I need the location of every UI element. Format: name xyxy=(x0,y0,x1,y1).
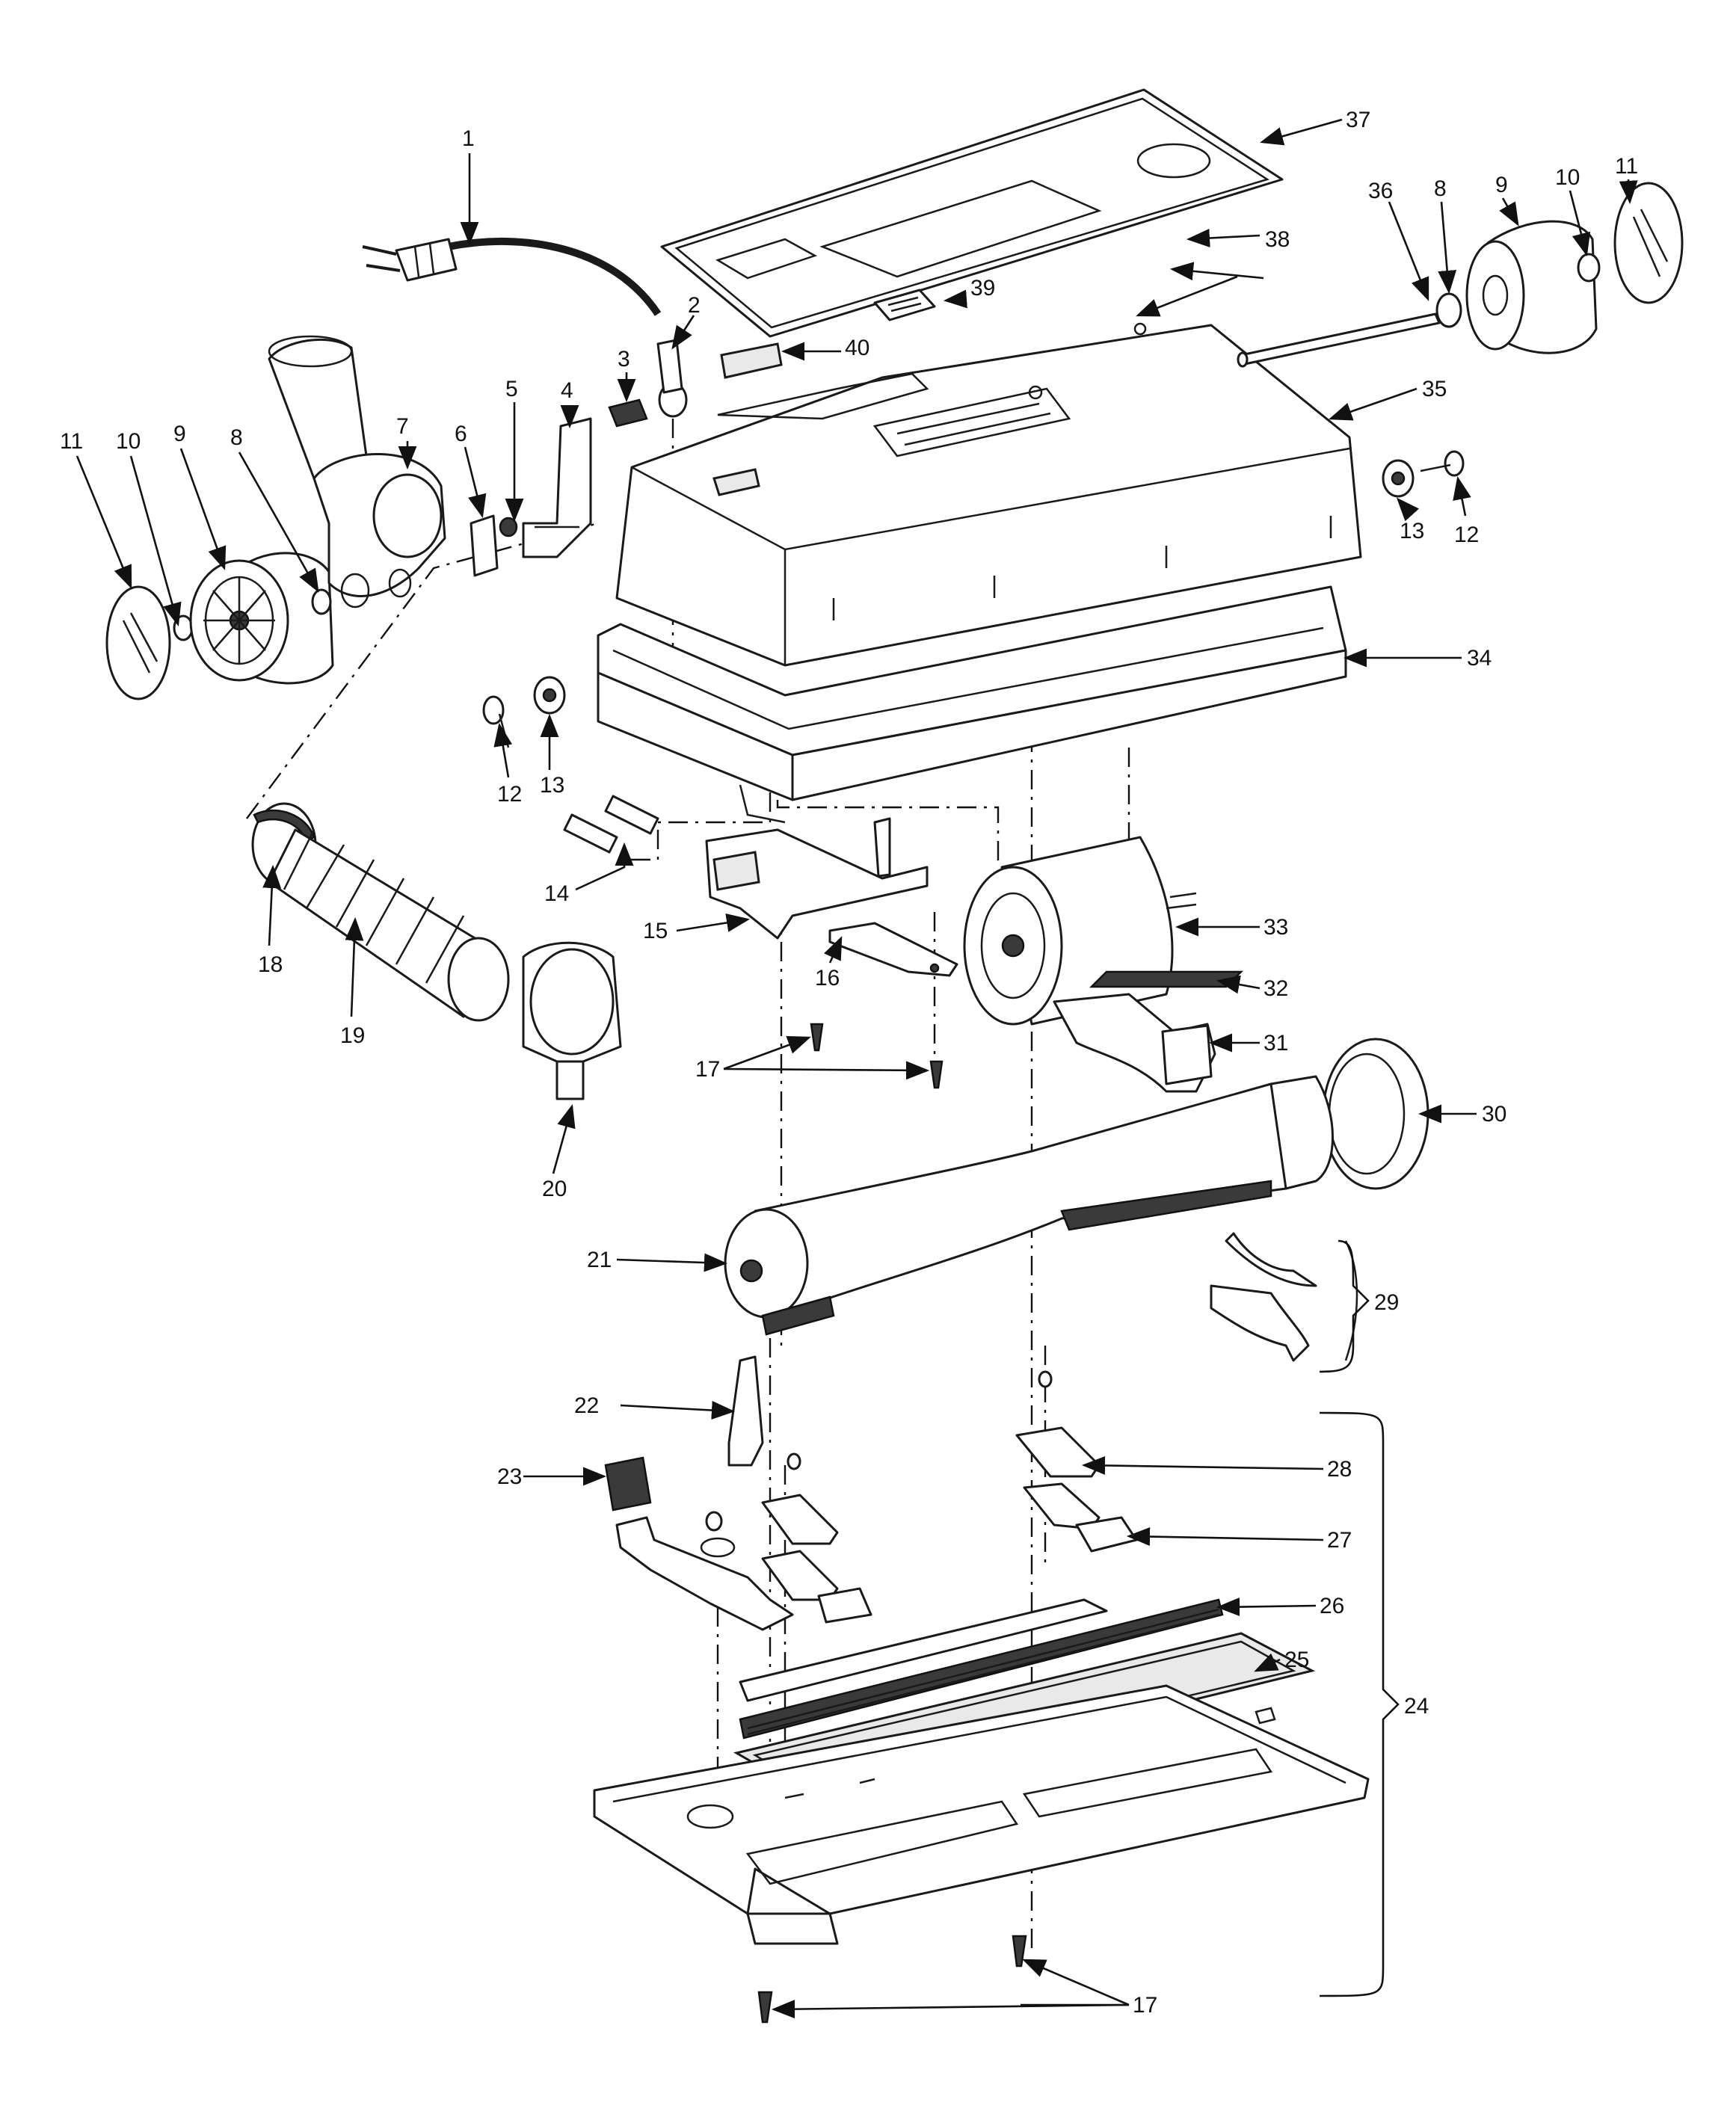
callout-34: 34 xyxy=(1467,646,1492,671)
callout-13-left: 13 xyxy=(540,773,564,798)
part-39-label-plate xyxy=(873,289,936,321)
part-23-pedal-knob xyxy=(604,1456,652,1512)
part-30-belt-ring xyxy=(1322,1038,1429,1190)
part-19-flex-hose xyxy=(268,828,510,1022)
callout-12-right: 12 xyxy=(1454,523,1479,547)
callout-39: 39 xyxy=(970,276,995,301)
callout-8-right: 8 xyxy=(1434,176,1447,201)
part-31-motor-cradle xyxy=(1053,993,1216,1093)
part-10-right-retainer xyxy=(1577,253,1601,283)
callout-labels: 1 2 3 4 5 6 7 8 8 9 9 10 10 11 11 12 12 … xyxy=(60,108,1638,2018)
part-11-right-hubcap xyxy=(1613,182,1684,304)
part-40-decal xyxy=(720,342,783,379)
right-wheel-group xyxy=(1435,182,1684,354)
part-28-retainer-plate xyxy=(1015,1370,1101,1478)
callout-15: 15 xyxy=(643,919,668,943)
part-17-screw-d xyxy=(757,1991,773,2024)
part-37-top-gasket xyxy=(660,88,1284,338)
part-35-hood-housing xyxy=(615,322,1362,667)
part-24-bottom-plate xyxy=(593,1684,1370,1945)
part-7-nozzle-socket xyxy=(268,335,446,608)
center-retainer-plates xyxy=(761,1452,872,1624)
callout-40: 40 xyxy=(845,336,869,360)
part-12-left-pin xyxy=(482,695,510,748)
callout-1: 1 xyxy=(462,126,475,151)
callout-leaders xyxy=(76,118,1638,2019)
callout-26: 26 xyxy=(1320,1594,1344,1618)
part-21-brush-roll xyxy=(724,1075,1334,1336)
part-11-left-hubcap xyxy=(105,585,171,700)
part-6-clip xyxy=(470,514,499,577)
part-26-brush-strip xyxy=(739,1598,1224,1740)
callout-5: 5 xyxy=(505,377,518,401)
part-12-right-pin xyxy=(1420,450,1465,477)
callout-11-right: 11 xyxy=(1615,154,1638,179)
callout-28: 28 xyxy=(1327,1457,1352,1482)
group-brackets xyxy=(1319,1239,1400,1997)
part-16-strap xyxy=(828,922,958,977)
callout-23: 23 xyxy=(497,1464,522,1489)
callout-14: 14 xyxy=(544,881,569,906)
callout-19: 19 xyxy=(340,1023,365,1048)
part-14-wire-terminals xyxy=(563,795,659,854)
callout-35: 35 xyxy=(1422,377,1447,401)
part-36-axle-rod xyxy=(1237,312,1441,368)
part-17-screw-b xyxy=(929,1060,944,1089)
callout-10-right: 10 xyxy=(1555,165,1580,190)
callout-36: 36 xyxy=(1368,179,1393,203)
callout-37: 37 xyxy=(1346,108,1370,132)
left-bracket-assembly xyxy=(615,1511,794,1631)
callout-16: 16 xyxy=(815,966,840,990)
part-17-screw-c xyxy=(1012,1935,1027,1968)
part-8-left-washer xyxy=(311,588,332,615)
part-32-motor-pad xyxy=(1089,970,1244,988)
part-17-screw-a xyxy=(810,1023,824,1052)
part-8-right-washer xyxy=(1435,292,1462,328)
part-13-left-roller xyxy=(533,676,566,715)
callout-13-right: 13 xyxy=(1400,519,1424,543)
callout-25: 25 xyxy=(1284,1648,1309,1672)
callout-17-lower: 17 xyxy=(1133,1993,1157,2018)
part-1-power-cord xyxy=(362,237,662,316)
callout-8-left: 8 xyxy=(230,425,243,450)
callout-18: 18 xyxy=(258,952,283,977)
part-4-bracket xyxy=(522,417,592,558)
callout-22: 22 xyxy=(574,1393,599,1418)
callout-31: 31 xyxy=(1263,1031,1288,1056)
part-2-cord-connector xyxy=(656,339,688,418)
callout-12-left: 12 xyxy=(497,782,522,807)
callout-21: 21 xyxy=(587,1248,612,1272)
callout-27: 27 xyxy=(1327,1528,1352,1553)
callout-6: 6 xyxy=(455,422,467,446)
part-29-bearing-halves xyxy=(1210,1232,1358,1362)
callout-38: 38 xyxy=(1265,227,1290,252)
callout-32: 32 xyxy=(1263,976,1288,1001)
part-33-motor xyxy=(963,836,1197,1026)
callout-10-left: 10 xyxy=(116,429,141,454)
callout-33: 33 xyxy=(1263,915,1288,940)
callout-29: 29 xyxy=(1374,1290,1399,1315)
callout-7: 7 xyxy=(396,414,409,439)
part-3-switch-knob xyxy=(608,398,648,428)
callout-4: 4 xyxy=(561,378,573,403)
callout-17-upper: 17 xyxy=(695,1057,720,1082)
callout-20: 20 xyxy=(542,1177,567,1201)
part-13-right-roller xyxy=(1382,459,1415,498)
callout-30: 30 xyxy=(1482,1102,1506,1127)
part-5-nut xyxy=(499,517,518,537)
callout-3: 3 xyxy=(618,347,630,372)
part-27-clip xyxy=(1023,1482,1138,1553)
part-15-switch-bracket xyxy=(705,817,929,940)
callout-24: 24 xyxy=(1404,1694,1429,1719)
part-22-latch-lever xyxy=(727,1355,764,1467)
callout-9-left: 9 xyxy=(173,422,186,446)
part-20-hose-elbow xyxy=(522,941,622,1100)
callout-9-right: 9 xyxy=(1495,173,1508,197)
part-17-screws xyxy=(757,1023,1027,2024)
callout-2: 2 xyxy=(688,293,701,318)
callout-11-left: 11 xyxy=(60,429,83,454)
left-wheel-group xyxy=(105,552,334,700)
part-34-base-frame xyxy=(597,585,1347,824)
